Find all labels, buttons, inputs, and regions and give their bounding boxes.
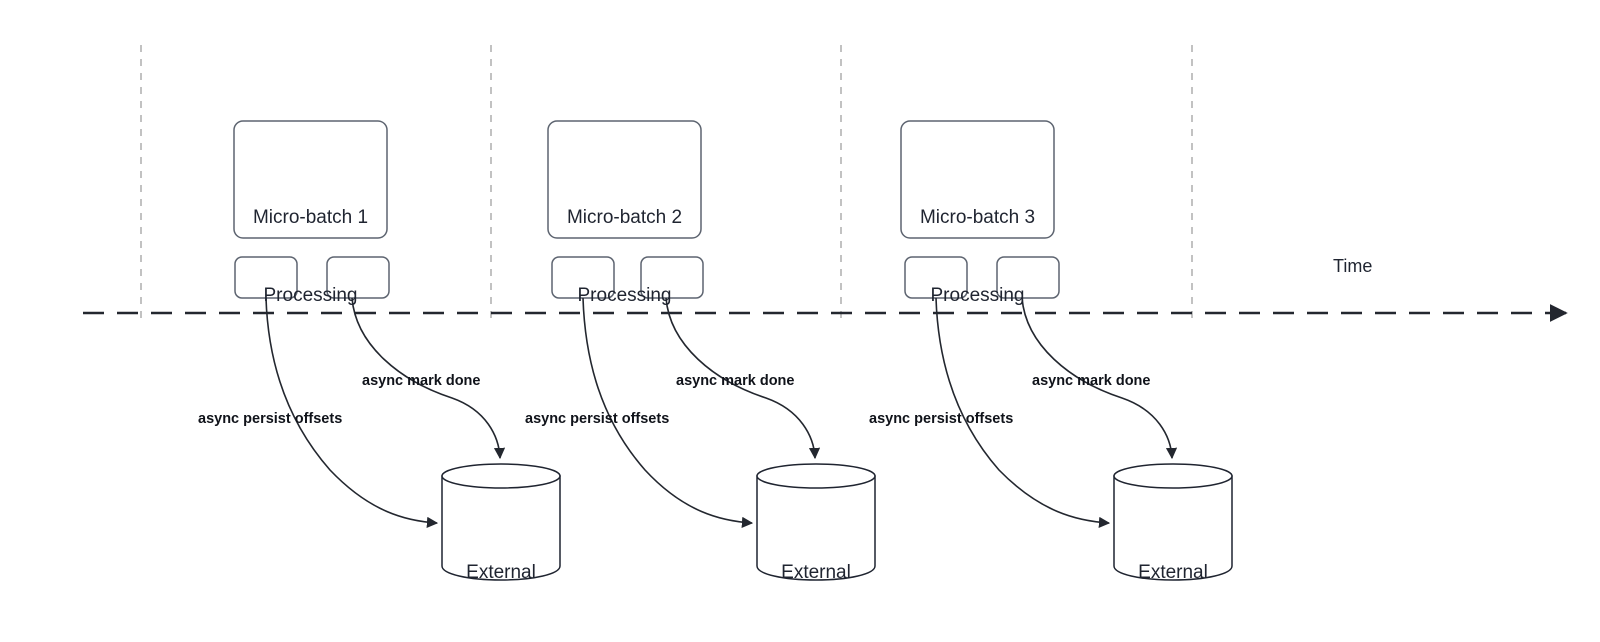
batch-2-mark-done-arrow [665, 297, 821, 460]
batch-3-persist-offsets-label: async persist offsets [869, 411, 1014, 427]
batch-3-group [900, 120, 1233, 581]
micro-batch-1-process-box[interactable] [233, 120, 388, 239]
batch-2-task-a-box[interactable] [551, 256, 615, 299]
batch-1-task-a-box[interactable] [234, 256, 298, 299]
batch-2-persist-offsets-arrow [582, 297, 754, 528]
batch-1-persist-offsets-label: async persist offsets [198, 411, 343, 427]
external-storage-2-cylinder[interactable] [756, 463, 876, 581]
batch-1-task-b-box[interactable] [326, 256, 390, 299]
time-axis-label: Time [1333, 256, 1373, 276]
batch-2-task-b-box[interactable] [640, 256, 704, 299]
batch-3-mark-done-label: async mark done [1032, 373, 1151, 389]
batch-3-task-a-box[interactable] [904, 256, 968, 299]
external-storage-3-cylinder[interactable] [1113, 463, 1233, 581]
batch-2-group [547, 120, 876, 581]
batch-1-mark-done-label: async mark done [362, 373, 481, 389]
batch-1-group [233, 120, 561, 581]
batch-1-persist-offsets-arrow [265, 297, 439, 528]
batch-3-persist-offsets-arrow [935, 297, 1111, 528]
external-storage-1-cylinder[interactable] [441, 463, 561, 581]
batch-3-task-b-box[interactable] [996, 256, 1060, 299]
batch-1-mark-done-arrow [351, 297, 506, 460]
micro-batch-2-process-box[interactable] [547, 120, 702, 239]
timeline-boundary-lines [140, 45, 1193, 320]
batch-2-mark-done-label: async mark done [676, 373, 795, 389]
micro-batch-3-process-box[interactable] [900, 120, 1055, 239]
batch-3-mark-done-arrow [1021, 297, 1178, 460]
batch-2-persist-offsets-label: async persist offsets [525, 411, 670, 427]
